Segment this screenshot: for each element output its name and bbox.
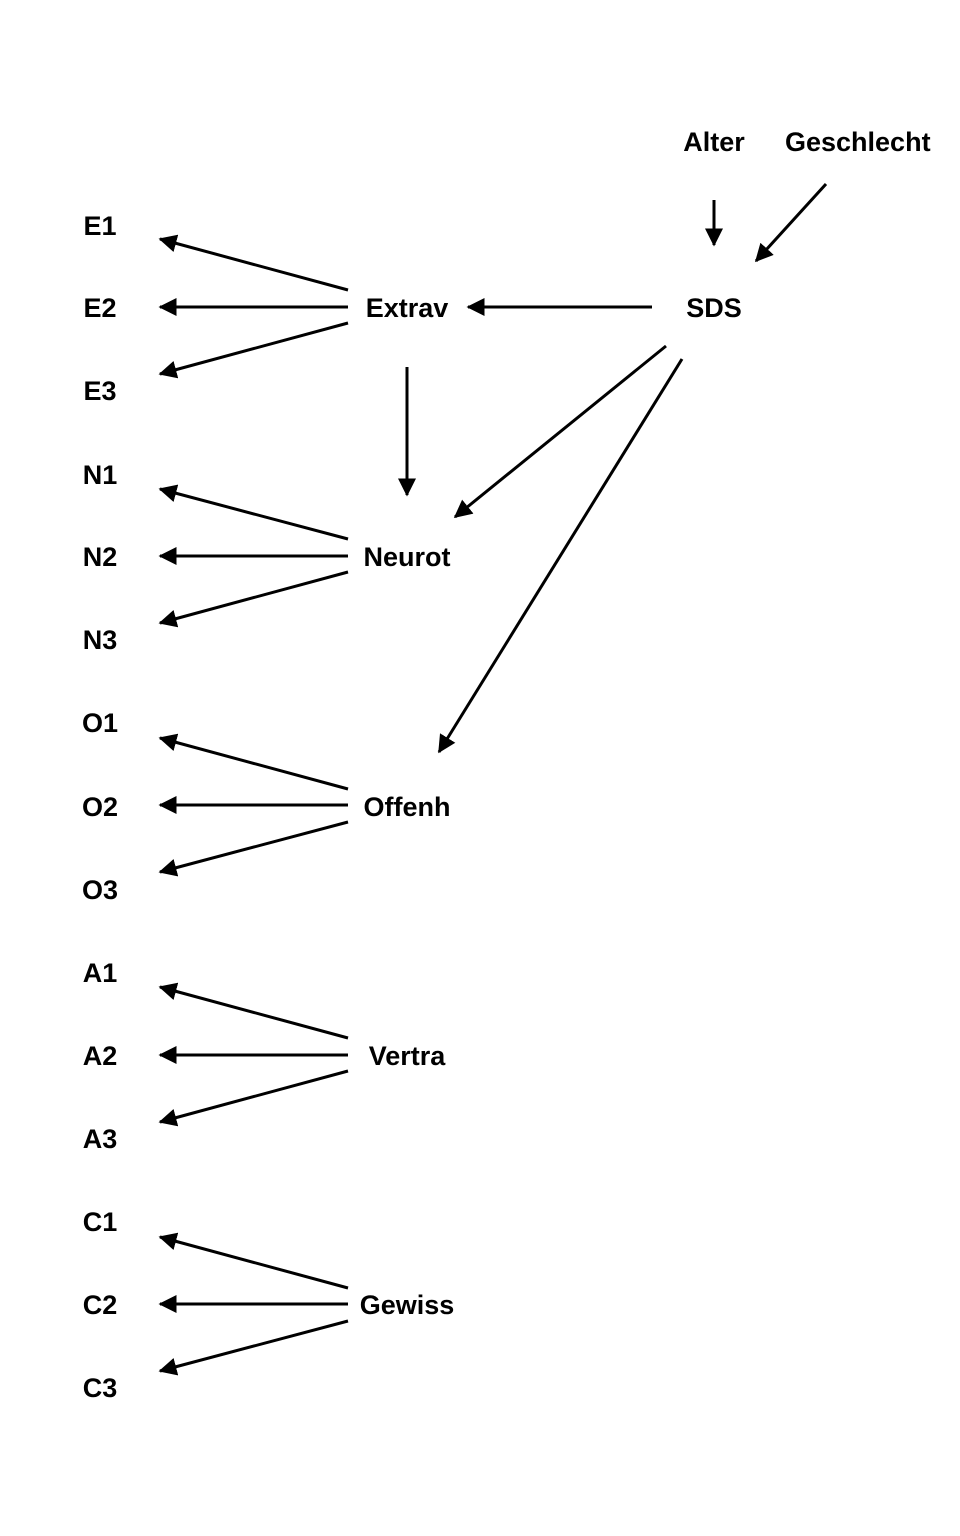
edge-gewiss-to-c3 [158,1319,349,1376]
edge-neurot-to-n3 [158,570,349,628]
node-n2: N2 [83,542,118,572]
node-gewiss: Gewiss [360,1290,455,1320]
node-c2: C2 [83,1290,118,1320]
edge-extrav-to-e3 [158,321,349,379]
edge-extrav-to-e1 [158,234,349,292]
node-o3: O3 [82,875,118,905]
node-vertra: Vertra [369,1041,447,1071]
edge-vertra-to-a3 [158,1069,349,1127]
node-alter: Alter [683,127,745,157]
edge-neurot-to-n1 [158,484,349,541]
node-e1: E1 [83,211,116,241]
node-n3: N3 [83,625,118,655]
node-c3: C3 [83,1373,118,1403]
edge-geschlecht-to-sds [754,182,828,263]
node-offenh: Offenh [364,792,451,822]
edge-gewiss-to-c1 [158,1232,349,1290]
node-e3: E3 [83,376,116,406]
node-sds: SDS [686,293,742,323]
edge-sds-to-neurot [453,344,667,519]
node-e2: E2 [83,293,116,323]
nodes: Alter Geschlecht SDS Extrav Neurot Offen… [82,127,931,1403]
edge-offenh-to-o1 [158,733,349,791]
edge-vertra-to-a1 [158,982,349,1040]
node-geschlecht: Geschlecht [785,127,931,157]
node-o2: O2 [82,792,118,822]
edge-sds-to-offenh [437,358,684,754]
node-a3: A3 [83,1124,118,1154]
node-n1: N1 [83,460,118,490]
node-extrav: Extrav [366,293,449,323]
edges [158,182,828,1376]
node-a2: A2 [83,1041,118,1071]
node-c1: C1 [83,1207,118,1237]
node-neurot: Neurot [364,542,451,572]
node-o1: O1 [82,708,118,738]
node-a1: A1 [83,958,118,988]
edge-offenh-to-o3 [158,820,349,877]
